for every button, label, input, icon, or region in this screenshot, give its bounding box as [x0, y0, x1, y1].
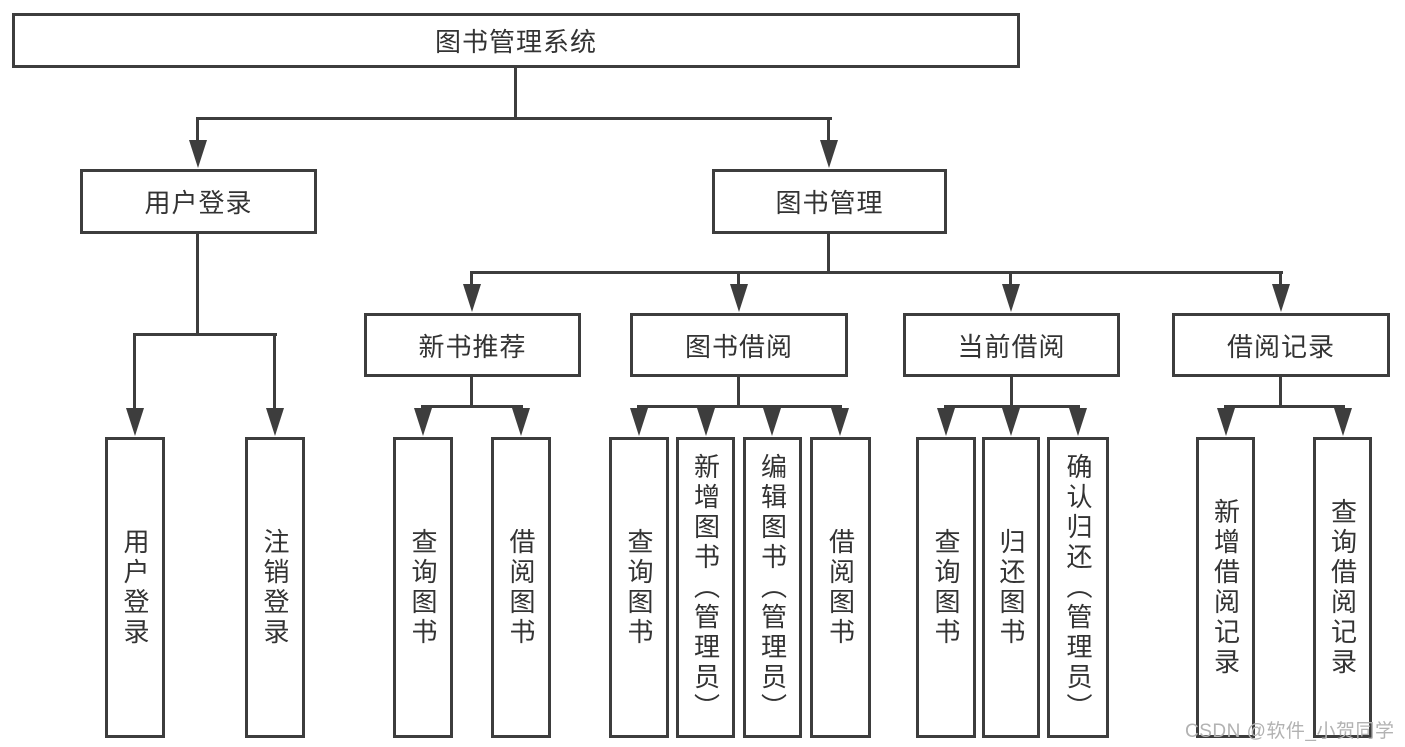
arrowhead-down: [630, 408, 648, 436]
arrowhead-down: [189, 140, 207, 168]
node-book-management: 图书管理: [712, 169, 947, 234]
leaf-label: 借阅图书: [825, 527, 856, 648]
connector-line: [470, 271, 1283, 274]
leaf-borrowing-query-books: 查询图书: [609, 437, 669, 738]
leaf-label: 编辑图书（管理员）: [757, 452, 788, 723]
node-book-borrowing: 图书借阅: [630, 313, 848, 377]
leaf-label: 查询图书: [931, 527, 961, 648]
arrowhead-down: [1272, 284, 1290, 312]
leaf-newbook-borrow-books: 借阅图书: [491, 437, 551, 738]
arrowhead-down: [512, 408, 530, 436]
connector-line: [737, 271, 740, 286]
leaf-label: 用户登录: [120, 527, 150, 648]
arrowhead-down: [463, 284, 481, 312]
arrowhead-down: [266, 408, 284, 436]
arrowhead-down: [697, 408, 715, 436]
node-label: 图书管理系统: [434, 27, 597, 57]
leaf-logout: 注销登录: [245, 437, 305, 738]
arrowhead-down: [1002, 408, 1020, 436]
leaf-user-login: 用户登录: [105, 437, 165, 738]
arrowhead-down: [414, 408, 432, 436]
node-label: 用户登录: [144, 188, 253, 218]
connector-line: [421, 405, 523, 408]
arrowhead-down: [1217, 408, 1235, 436]
leaf-label: 借阅图书: [506, 527, 536, 648]
leaf-borrowing-edit-books-admin: 编辑图书（管理员）: [743, 437, 802, 738]
leaf-current-query-books: 查询图书: [916, 437, 976, 738]
node-current-borrowing: 当前借阅: [903, 313, 1120, 377]
leaf-borrowing-borrow-books: 借阅图书: [810, 437, 871, 738]
leaf-records-add-borrow-record: 新增借阅记录: [1196, 437, 1255, 738]
connector-line: [196, 234, 199, 336]
leaf-label: 归还图书: [996, 527, 1026, 648]
arrowhead-down: [730, 284, 748, 312]
leaf-current-return-books: 归还图书: [982, 437, 1040, 738]
node-label: 新书推荐: [418, 331, 527, 362]
leaf-label: 注销登录: [260, 527, 290, 648]
leaf-borrowing-add-books-admin: 新增图书（管理员）: [676, 437, 735, 738]
arrowhead-down: [1069, 408, 1087, 436]
connector-line: [514, 68, 517, 120]
connector-line: [133, 333, 277, 336]
connector-line: [944, 405, 1080, 408]
leaf-label: 查询图书: [624, 527, 654, 648]
leaf-label: 新增借阅记录: [1210, 497, 1241, 678]
node-user-login: 用户登录: [80, 169, 317, 234]
connector-line: [1224, 405, 1345, 408]
connector-line: [470, 377, 473, 408]
arrowhead-down: [126, 408, 144, 436]
connector-line: [1279, 271, 1282, 286]
connector-line: [827, 234, 830, 274]
node-label: 图书管理: [775, 188, 884, 218]
leaf-label: 确认归还（管理员）: [1063, 452, 1093, 723]
node-library-system: 图书管理系统: [12, 13, 1020, 68]
connector-line: [737, 377, 740, 408]
node-label: 图书借阅: [684, 331, 793, 362]
arrowhead-down: [937, 408, 955, 436]
connector-line: [133, 333, 136, 411]
connector-line: [637, 405, 842, 408]
node-borrow-records: 借阅记录: [1172, 313, 1390, 377]
leaf-current-confirm-return-admin: 确认归还（管理员）: [1047, 437, 1109, 738]
node-label: 借阅记录: [1226, 331, 1335, 362]
arrowhead-down: [820, 140, 838, 168]
leaf-newbook-query-books: 查询图书: [393, 437, 453, 738]
arrowhead-down: [831, 408, 849, 436]
connector-line: [470, 271, 473, 286]
csdn-watermark: CSDN @软件_小贺同学: [1185, 721, 1395, 742]
arrowhead-down: [1002, 284, 1020, 312]
arrowhead-down: [763, 408, 781, 436]
connector-line: [1279, 377, 1282, 408]
leaf-label: 查询借阅记录: [1327, 497, 1358, 678]
connector-line: [1009, 271, 1012, 286]
node-label: 当前借阅: [957, 331, 1066, 362]
leaf-records-query-borrow-record: 查询借阅记录: [1313, 437, 1372, 738]
connector-line: [197, 117, 832, 120]
connector-line: [827, 117, 830, 142]
leaf-label: 新增图书（管理员）: [690, 452, 721, 723]
arrowhead-down: [1334, 408, 1352, 436]
connector-line: [1010, 377, 1013, 408]
connector-line: [273, 333, 276, 411]
leaf-label: 查询图书: [408, 527, 438, 648]
node-new-book-recommend: 新书推荐: [364, 313, 581, 377]
connector-line: [196, 117, 199, 142]
